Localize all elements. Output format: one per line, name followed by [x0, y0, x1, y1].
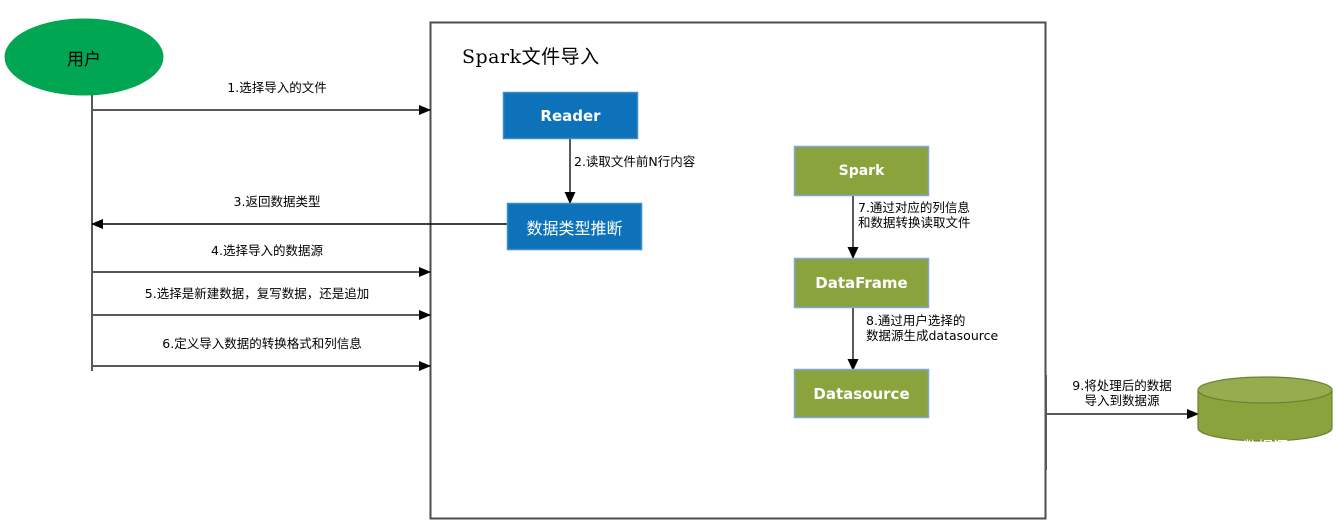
node-reader-shape[interactable] [502, 91, 639, 140]
spark-container-title: Spark文件导入 [462, 46, 600, 68]
node-datasource-db-shape[interactable] [1197, 376, 1333, 442]
node-type-inference-shape[interactable] [506, 202, 643, 251]
edge-2-label: 2.读取文件前N行内容 [574, 154, 696, 169]
edge-1-label: 1.选择导入的文件 [227, 80, 327, 95]
edge-5-label: 5.选择是新建数据，复写数据，还是追加 [144, 286, 370, 301]
edge-8-label: 8.通过用户选择的 数据源生成datasource [866, 313, 999, 343]
node-datasource-db-label-zh: 数据源 [1242, 438, 1288, 456]
actor-user-ellipse [4, 18, 164, 96]
edge-3-label: 3.返回数据类型 [233, 194, 321, 209]
node-spark-shape[interactable] [793, 145, 930, 197]
edge-6-label: 6.定义导入数据的转换格式和列信息 [162, 336, 362, 351]
node-datasource-shape[interactable] [793, 368, 930, 419]
edge-7-label: 7.通过对应的列信息 和数据转换读取文件 [858, 200, 971, 230]
edge-9-label: 9.将处理后的数据 导入到数据源 [1072, 378, 1172, 408]
actor-user-label: 用户 [67, 49, 101, 70]
node-datasource-db-label: 数据源 Datasource [1198, 392, 1333, 529]
edge-4-label: 4.选择导入的数据源 [211, 243, 323, 258]
node-datasource-db-label-en: Datasource [1217, 504, 1314, 522]
node-dataframe-shape[interactable] [793, 257, 930, 309]
